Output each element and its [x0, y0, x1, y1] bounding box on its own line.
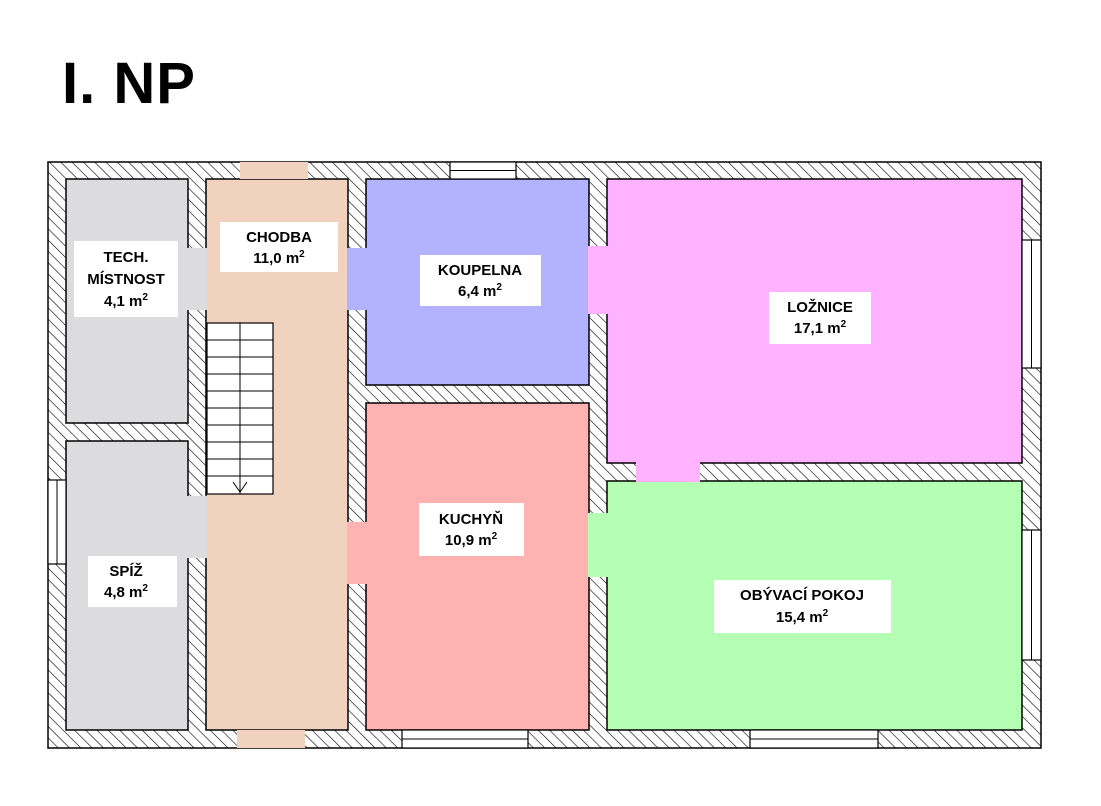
room-name-loznice: LOŽNICE — [787, 298, 853, 316]
room-area-kuchyn: 10,9 m2 — [445, 531, 498, 549]
stair-direction-arrow-icon — [232, 481, 248, 493]
room-kuchyn — [365, 402, 590, 731]
door-tech-chodba — [187, 248, 207, 310]
window-koupelna — [449, 161, 517, 180]
room-area-loznice: 17,1 m2 — [794, 319, 847, 337]
label-chodba: CHODBA 11,0 m2 — [220, 222, 338, 272]
staircase — [206, 322, 274, 495]
door-koupelna-chodba — [347, 248, 367, 310]
label-loznice: LOŽNICE 17,1 m2 — [769, 292, 871, 344]
label-spiz: SPÍŽ 4,8 m2 — [88, 556, 177, 607]
door-kuchyn-chodba — [347, 522, 367, 584]
room-area-tech: 4,1 m2 — [104, 292, 148, 310]
room-name-tech-line2: MÍSTNOST — [87, 271, 165, 288]
window-spiz — [47, 479, 67, 565]
window-obyvaci-right — [1021, 529, 1042, 661]
room-area-obyvaci: 15,4 m2 — [776, 608, 829, 626]
label-tech-mistnost: TECH. MÍSTNOST 4,1 m2 — [74, 241, 178, 317]
room-area-koupelna: 6,4 m2 — [458, 282, 502, 300]
entrance-door-bottom — [237, 730, 305, 748]
window-kuchyn — [401, 729, 529, 749]
window-loznice — [1021, 239, 1042, 369]
room-name-obyvaci: OBÝVACÍ POKOJ — [740, 586, 864, 604]
label-kuchyn: KUCHYŇ 10,9 m2 — [419, 503, 524, 556]
label-koupelna: KOUPELNA 6,4 m2 — [420, 255, 541, 306]
door-loznice-obyvaci — [636, 462, 700, 482]
door-loznice-koupelna — [588, 246, 608, 314]
room-name-koupelna: KOUPELNA — [438, 262, 522, 279]
room-area-chodba: 11,0 m2 — [253, 249, 305, 267]
page-title: I. NP — [62, 51, 196, 116]
door-obyvaci-kuchyn — [588, 513, 608, 577]
room-name-kuchyn: KUCHYŇ — [439, 510, 503, 528]
room-name-spiz: SPÍŽ — [109, 562, 142, 580]
door-spiz-chodba — [187, 496, 207, 558]
room-name-tech-line1: TECH. — [104, 249, 149, 266]
room-name-chodba: CHODBA — [246, 229, 312, 246]
entrance-door-top — [240, 162, 308, 179]
room-area-spiz: 4,8 m2 — [104, 583, 148, 601]
window-obyvaci-bottom — [749, 729, 879, 749]
label-obyvaci-pokoj: OBÝVACÍ POKOJ 15,4 m2 — [714, 580, 891, 633]
